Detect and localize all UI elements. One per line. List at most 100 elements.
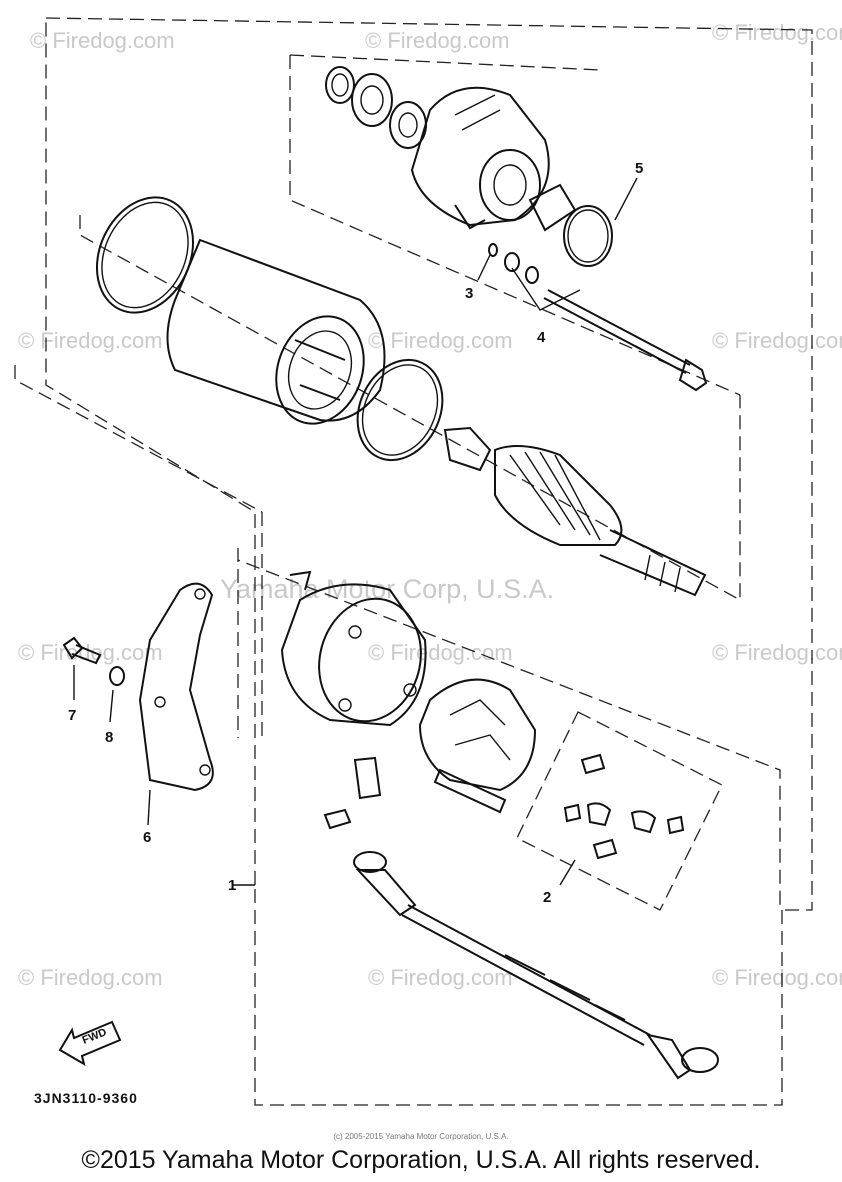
lead-wire bbox=[353, 851, 719, 1080]
callout-labels: 1 2 3 4 5 6 7 8 bbox=[68, 160, 643, 906]
front-bearing-inner bbox=[398, 112, 418, 138]
rear-cover-hole-3 bbox=[338, 698, 352, 712]
through-bolt-shank bbox=[543, 289, 691, 374]
callout-3: 3 bbox=[465, 285, 473, 302]
brush-terminal bbox=[433, 768, 507, 814]
brush-2 bbox=[630, 810, 657, 834]
armature-commutator-end bbox=[443, 426, 492, 472]
yoke-o-ring-rear-inner bbox=[361, 364, 439, 456]
bracket-hole-top bbox=[194, 588, 206, 600]
forward-direction-arrow: FWD bbox=[58, 1020, 122, 1067]
watermark-bottom-center: © Firedog.com bbox=[368, 965, 513, 990]
lead-wire-terminal-cap bbox=[681, 1047, 719, 1073]
leader-lines bbox=[73, 177, 638, 886]
lead-wire-boot-neck bbox=[355, 869, 417, 917]
terminal-bolt-insulator bbox=[353, 756, 382, 800]
watermark-layer: © Firedog.com © Firedog.com © Firedog.co… bbox=[18, 20, 842, 990]
washer-set-spring bbox=[525, 266, 539, 284]
lead-wire-sleeves bbox=[504, 954, 626, 1021]
callout-8: 8 bbox=[105, 729, 113, 746]
brush-screw-upper bbox=[580, 753, 606, 775]
watermark-lower-right: © Firedog.com bbox=[712, 640, 842, 665]
front-oil-seal-small-inner bbox=[331, 73, 349, 97]
watermark-top-center: © Firedog.com bbox=[365, 28, 510, 53]
front-cover bbox=[325, 66, 708, 392]
armature-windings bbox=[509, 451, 601, 541]
callout-1: 1 bbox=[228, 877, 236, 894]
bracket-bolt-shank bbox=[71, 644, 102, 665]
front-cover-boss bbox=[479, 149, 541, 221]
bracket-group-boundary bbox=[14, 365, 263, 742]
through-bolt-head bbox=[678, 358, 708, 392]
watermark-mid-right: © Firedog.com bbox=[712, 328, 842, 353]
brush-spring-2 bbox=[666, 815, 685, 835]
washer-set-plain bbox=[504, 252, 520, 272]
callout-4: 4 bbox=[537, 329, 546, 346]
callout-6: 6 bbox=[143, 829, 151, 846]
watermark-mid-center: © Firedog.com bbox=[368, 328, 513, 353]
mounting-bracket bbox=[62, 582, 214, 792]
front-washer-inner bbox=[360, 85, 384, 115]
yoke-magnet-edges bbox=[294, 339, 346, 401]
leader-5 bbox=[614, 177, 638, 221]
front-washer bbox=[351, 73, 393, 127]
brush-spring-1 bbox=[563, 803, 582, 823]
bracket-hole-bottom bbox=[199, 764, 211, 776]
callout-7: 7 bbox=[68, 707, 76, 724]
rear-cover-pin bbox=[289, 570, 312, 591]
leader-6 bbox=[147, 789, 151, 826]
front-cover-tab bbox=[454, 204, 486, 230]
callout-5: 5 bbox=[635, 160, 643, 177]
armature-splines bbox=[644, 554, 681, 593]
brush-subassembly-boundary bbox=[516, 711, 723, 911]
front-oil-seal-small bbox=[325, 66, 355, 104]
fwd-arrow-shape bbox=[58, 1020, 122, 1067]
watermark-bottom-left: © Firedog.com bbox=[18, 965, 163, 990]
yoke-end-inner bbox=[287, 330, 353, 410]
brush-screw-lower bbox=[592, 838, 618, 860]
yoke-armature bbox=[95, 196, 707, 597]
callout-2: 2 bbox=[543, 889, 551, 906]
armature-shaft bbox=[599, 529, 707, 597]
rear-cover-hole-1 bbox=[348, 625, 362, 639]
rear-cover-body bbox=[280, 583, 427, 727]
front-cover-body bbox=[410, 86, 550, 227]
brush-1 bbox=[586, 802, 612, 827]
yoke-o-ring-rear bbox=[356, 358, 444, 462]
watermark-bottom-right: © Firedog.com bbox=[712, 965, 842, 990]
front-o-ring-inner bbox=[567, 209, 609, 263]
front-cover-group-boundary bbox=[289, 54, 741, 396]
front-bushing bbox=[528, 183, 577, 232]
bracket-washer bbox=[109, 666, 125, 686]
drawing-number: 3JN3110-9360 bbox=[34, 1090, 138, 1106]
rear-cover-opening bbox=[318, 597, 422, 723]
leader-3 bbox=[477, 254, 491, 281]
leader-2 bbox=[559, 859, 576, 886]
yoke-o-ring-front-inner bbox=[101, 201, 189, 309]
fwd-arrow-label: FWD bbox=[81, 1026, 109, 1047]
assembly-boundaries bbox=[14, 17, 813, 1106]
rear-cover-hole-2 bbox=[403, 683, 417, 697]
bracket-body bbox=[138, 582, 214, 792]
brush-holder-plate bbox=[418, 678, 537, 792]
yoke-end-opening bbox=[275, 315, 365, 425]
copyright-small: (c) 2005-2015 Yamaha Motor Corporation, … bbox=[333, 1132, 509, 1141]
copyright-main: ©2015 Yamaha Motor Corporation, U.S.A. A… bbox=[81, 1146, 761, 1174]
watermark-lower-center: © Firedog.com bbox=[368, 640, 513, 665]
yoke-armature-group-boundary bbox=[79, 215, 741, 602]
watermark-mid-left: © Firedog.com bbox=[18, 328, 163, 353]
small-o-ring bbox=[488, 243, 498, 257]
outer-assembly-boundary bbox=[45, 17, 813, 1106]
leader-4 bbox=[511, 267, 581, 311]
leader-8 bbox=[109, 689, 114, 723]
brush-holder-slots bbox=[449, 699, 511, 761]
armature-core bbox=[494, 445, 623, 546]
rear-cover-screw bbox=[323, 808, 352, 830]
bracket-hole-mid bbox=[154, 696, 166, 708]
rear-cover-group-boundary bbox=[237, 548, 781, 910]
rear-cover bbox=[280, 570, 685, 860]
lead-wire-boot-top bbox=[353, 851, 387, 873]
front-cover-ribs bbox=[454, 94, 501, 131]
watermark-top-left: © Firedog.com bbox=[30, 28, 175, 53]
